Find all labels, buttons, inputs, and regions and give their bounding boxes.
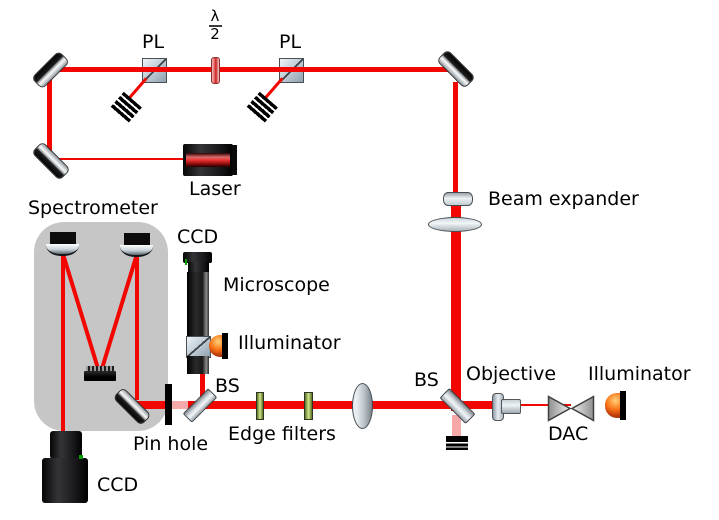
- dac-anvils-icon: [547, 395, 595, 422]
- beam-main-horizontal: [132, 401, 494, 409]
- half-wave-plate-icon: [211, 57, 220, 84]
- illuminator-right-label: Illuminator: [588, 363, 691, 385]
- beam-expander-lens-small-icon: [443, 192, 473, 206]
- microscope-beamsplitter-cube-icon: [186, 336, 211, 358]
- microscope-illuminator-base: [222, 333, 228, 359]
- spectrometer-mirror-right-icon: [120, 245, 153, 257]
- microscope-illuminator-lamp-icon: [209, 335, 223, 357]
- laser-end-plate: [232, 145, 237, 175]
- sample-illuminator-base: [620, 391, 626, 420]
- spectrometer-mirror-left-icon: [46, 244, 79, 256]
- beam-laser-output: [57, 158, 185, 160]
- beam-microscope-vertical: [200, 372, 205, 405]
- half-wave-numerator: λ: [210, 7, 220, 25]
- illuminator-microscope-label: Illuminator: [238, 332, 341, 354]
- microscope-label: Microscope: [223, 274, 330, 296]
- laser-label: Laser: [189, 178, 241, 200]
- microscope-ccd-neck-icon: [188, 262, 209, 273]
- grating-teeth: [86, 366, 114, 372]
- beam-spectrometer-right-vertical: [135, 252, 139, 400]
- objective-barrel-icon: [501, 399, 521, 414]
- microscope-ccd-cap-icon: [183, 252, 212, 263]
- spectrometer-label: Spectrometer: [28, 197, 158, 219]
- spectrometer-mirror-right-mount: [124, 233, 150, 246]
- beam-expander-lens-large-icon: [428, 217, 482, 232]
- spectrometer-box: [34, 222, 168, 431]
- beam-attenuated-pinhole: [171, 401, 188, 409]
- beam-to-dac: [517, 404, 571, 406]
- laser-body-icon: [183, 144, 237, 176]
- pl-left-label: PL: [142, 31, 165, 53]
- spectrometer-mirror-left-mount: [50, 232, 76, 245]
- laser-aperture-stripe: [186, 153, 230, 167]
- ccd-top-label: CCD: [177, 226, 219, 248]
- pl-right-label: PL: [279, 31, 302, 53]
- bs-main-label: BS: [414, 369, 439, 391]
- beam-dump-main-icon: [446, 436, 468, 450]
- microscope-ccd-led: [185, 259, 187, 265]
- beam-spectrometer-left-vertical: [61, 252, 65, 433]
- half-wave-plate-label: λ 2: [204, 7, 226, 43]
- edge-filter-2-icon: [304, 392, 313, 420]
- ccd-camera-body-icon: [42, 458, 88, 503]
- pin-hole-label: Pin hole: [133, 433, 209, 455]
- beam-expander-label: Beam expander: [488, 188, 639, 210]
- dac-label: DAC: [548, 423, 589, 445]
- sample-illuminator-lamp-icon: [605, 393, 621, 418]
- tube-lens-icon: [352, 383, 373, 429]
- beam-right-vertical-expanded: [451, 203, 461, 411]
- beam-left-vertical: [47, 71, 52, 160]
- objective-label: Objective: [466, 363, 557, 385]
- beam-dump-pl2-icon: [246, 91, 278, 124]
- edge-filters-label: Edge filters: [228, 423, 336, 445]
- fraction-bar: [208, 24, 222, 27]
- microscope-tube-lower-icon: [187, 356, 209, 374]
- beam-top-horizontal: [52, 67, 456, 72]
- cube-diagonal: [187, 337, 210, 357]
- ccd-bottom-label: CCD: [97, 474, 139, 496]
- microscope-tube-upper-icon: [187, 272, 209, 337]
- beam-attenuated-below-bs: [452, 415, 461, 438]
- bs-microscope-label: BS: [215, 375, 240, 397]
- pin-hole-slit-icon: [165, 384, 172, 425]
- beam-dump-pl1-icon: [110, 91, 142, 124]
- beam-right-vertical-narrow: [453, 82, 458, 204]
- edge-filter-1-icon: [256, 392, 264, 420]
- grating-icon: [84, 371, 116, 381]
- ccd-camera-barrel-icon: [50, 431, 82, 459]
- ccd-camera-indicator-led: [79, 455, 83, 459]
- half-wave-denominator: 2: [210, 24, 220, 43]
